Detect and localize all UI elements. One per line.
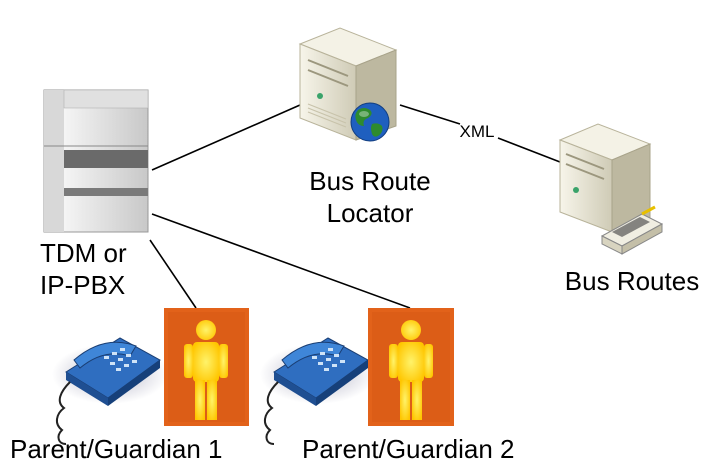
phone-icon-1: [52, 337, 168, 445]
edge-pbx-parent1: [149, 239, 197, 309]
pbx-label-line2: IP-PBX: [40, 270, 126, 300]
pbx-label-line1: TDM or: [40, 238, 127, 268]
edge-locator-routes: [399, 104, 461, 125]
pbx-cabinet-icon: [43, 89, 149, 233]
phone-icon-2: [260, 337, 376, 445]
routes-label: Bus Routes: [564, 266, 700, 296]
connections: [149, 104, 561, 309]
parent2-label: Parent/Guardian 2: [302, 434, 515, 464]
tape-drive-icon: [600, 205, 664, 255]
person-icon-2: [368, 308, 454, 426]
globe-icon: [350, 102, 390, 142]
xml-edge-label: XML: [459, 122, 495, 141]
edge-locator-routes-2: [497, 137, 561, 163]
edge-pbx-parent2: [151, 213, 411, 309]
locator-label-line2: Locator: [326, 198, 414, 228]
person-icon-1: [164, 308, 249, 426]
locator-label-line1: Bus Route: [309, 166, 431, 196]
routes-server-icon: [558, 123, 664, 255]
locator-server-icon: [298, 27, 398, 142]
edge-pbx-locator: [151, 104, 301, 171]
parent1-label: Parent/Guardian 1: [10, 434, 223, 464]
